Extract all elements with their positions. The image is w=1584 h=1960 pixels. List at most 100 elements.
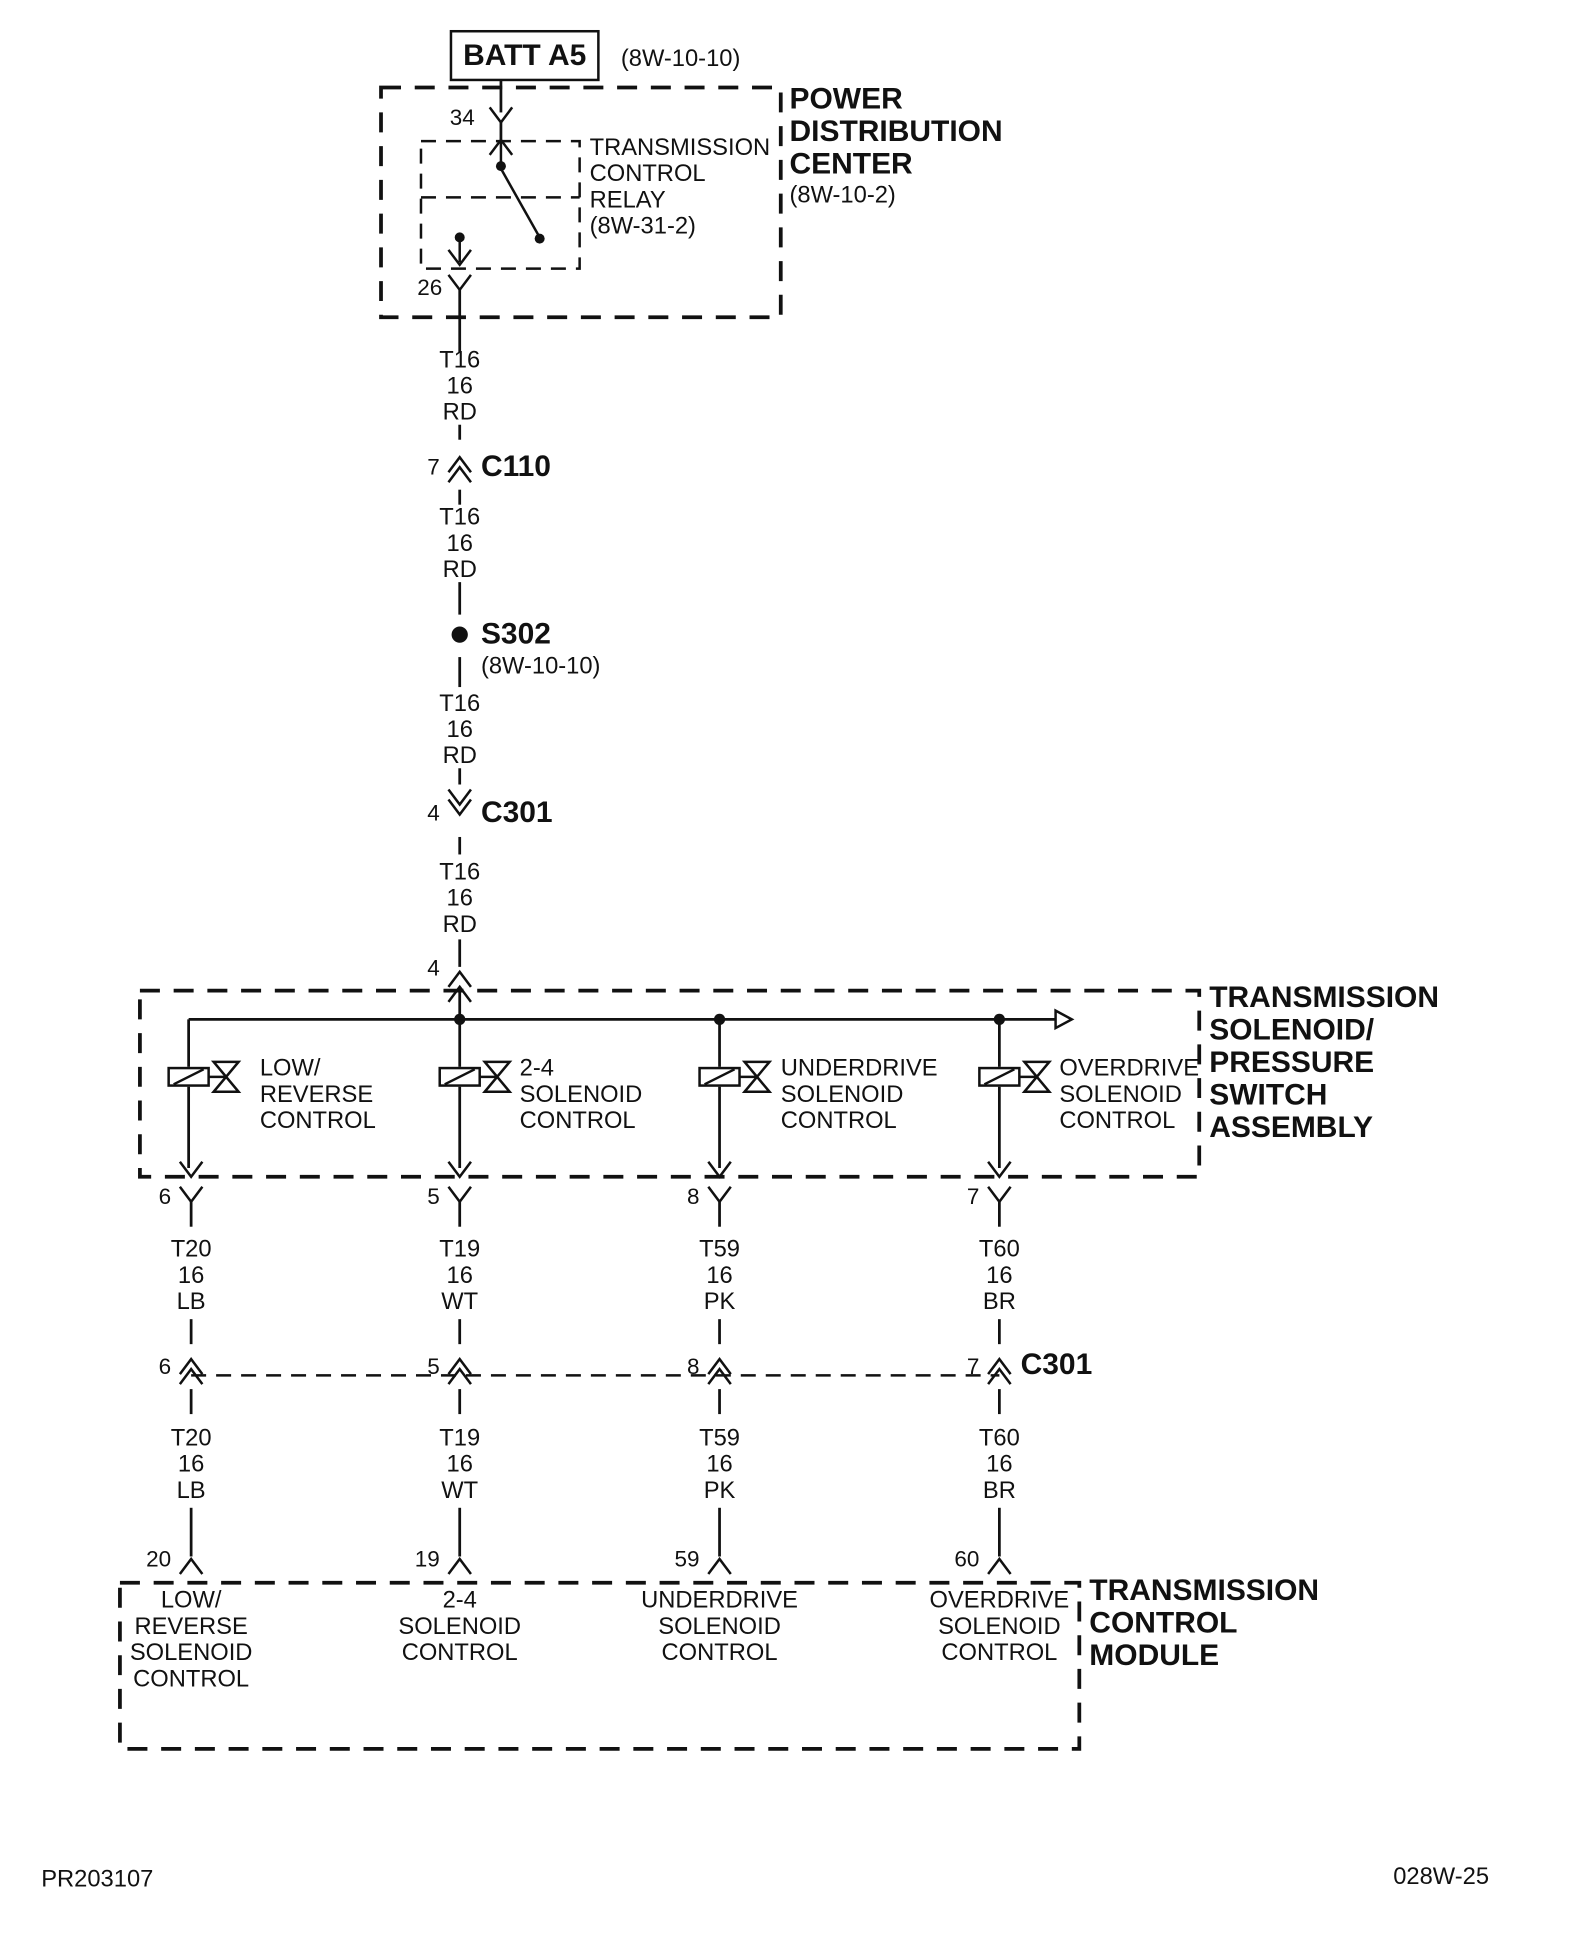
connector-symbol xyxy=(447,798,472,817)
connector-symbol xyxy=(447,455,472,473)
tcm-input-label: SOLENOID xyxy=(398,1614,521,1640)
pin-label: 5 xyxy=(427,1354,440,1379)
connector-label: C301 xyxy=(1021,1348,1093,1381)
assembly-title: TRANSMISSION xyxy=(1209,981,1439,1014)
wire-spec: 16 xyxy=(447,531,473,557)
connector-label: C301 xyxy=(481,796,553,829)
splice-dot xyxy=(451,626,468,643)
assembly-title: SWITCH xyxy=(1209,1078,1327,1111)
tcm-input-label: CONTROL xyxy=(941,1640,1057,1666)
tcm-input-label: CONTROL xyxy=(133,1666,249,1692)
wire-spec: PK xyxy=(704,1478,736,1504)
connector-symbol xyxy=(447,1367,472,1385)
wire-spec: 16 xyxy=(447,1263,473,1289)
connector-symbol xyxy=(447,1357,472,1375)
wire-spec: T19 xyxy=(439,1237,480,1263)
footer-left: PR203107 xyxy=(41,1866,153,1892)
tcm-input-label: UNDERDRIVE xyxy=(641,1588,798,1614)
tcm-input-label: SOLENOID xyxy=(130,1640,253,1666)
pin-label: 4 xyxy=(427,801,440,826)
pin-label: 26 xyxy=(417,275,442,300)
wire-spec: 16 xyxy=(447,717,473,743)
solenoid-label: CONTROL xyxy=(1059,1108,1175,1134)
terminal-symbol xyxy=(178,1185,204,1204)
pdc-title: DISTRIBUTION xyxy=(790,115,1003,148)
valve-symbol xyxy=(741,1060,773,1094)
pin-label: 6 xyxy=(159,1184,172,1209)
terminal-symbol xyxy=(447,249,472,267)
terminal-symbol xyxy=(447,969,472,988)
tcm-title: CONTROL xyxy=(1089,1607,1237,1640)
wire-spec: 16 xyxy=(178,1263,204,1289)
terminal-symbol xyxy=(987,1161,1012,1179)
pin-label: 19 xyxy=(415,1547,440,1572)
pin-label: 4 xyxy=(427,956,440,981)
terminal-symbol xyxy=(707,1161,732,1179)
terminal-symbol xyxy=(987,1185,1012,1204)
tcm-input-label: CONTROL xyxy=(402,1640,518,1666)
wire-spec: 16 xyxy=(178,1452,204,1478)
valve-symbol xyxy=(1021,1060,1053,1094)
pdc-ref: (8W-10-2) xyxy=(790,182,896,208)
wire-spec: 16 xyxy=(986,1263,1012,1289)
wire-spec: RD xyxy=(443,912,477,938)
wire-spec: T16 xyxy=(439,691,480,717)
pin-label: 7 xyxy=(967,1354,980,1379)
tcm-box xyxy=(118,1580,1082,1751)
wire-spec: T20 xyxy=(171,1425,212,1451)
wire-spec: BR xyxy=(983,1289,1016,1315)
tcm-input-label: LOW/ xyxy=(161,1588,222,1614)
relay-label: TRANSMISSION xyxy=(590,135,771,161)
solenoid-label: REVERSE xyxy=(260,1082,373,1108)
wire-spec: WT xyxy=(441,1289,478,1315)
solenoid-label: OVERDRIVE xyxy=(1059,1056,1199,1082)
pin-label: 5 xyxy=(427,1184,440,1209)
wire-spec: PK xyxy=(704,1289,736,1315)
relay-label: (8W-31-2) xyxy=(590,214,696,240)
terminal-symbol xyxy=(447,274,472,292)
wire-spec: 16 xyxy=(706,1263,732,1289)
wire-spec: 16 xyxy=(447,1452,473,1478)
wire-spec: T16 xyxy=(439,859,480,885)
wire-spec: T19 xyxy=(439,1425,480,1451)
wire-spec: T20 xyxy=(171,1237,212,1263)
connector-symbol xyxy=(987,1367,1012,1385)
wire-spec: T59 xyxy=(699,1425,740,1451)
tcm-input-label: OVERDRIVE xyxy=(930,1588,1070,1614)
connector-symbol xyxy=(447,788,472,807)
switch-contact xyxy=(534,233,545,244)
solenoid-coil-symbol xyxy=(173,1068,205,1086)
connector-symbol xyxy=(178,1367,204,1385)
solenoid-assembly-box xyxy=(138,988,1202,1179)
footer-right: 028W-25 xyxy=(1393,1864,1489,1890)
wire-spec: T59 xyxy=(699,1237,740,1263)
pin-label: 59 xyxy=(675,1547,700,1572)
wire-spec: RD xyxy=(443,400,477,426)
connector-symbol xyxy=(178,1357,204,1375)
pin-label: 20 xyxy=(146,1547,171,1572)
terminal-symbol xyxy=(447,1556,472,1575)
solenoid-label: SOLENOID xyxy=(520,1082,643,1108)
connector-symbol xyxy=(707,1357,732,1375)
terminal-symbol xyxy=(707,1556,732,1575)
solenoid-label: LOW/ xyxy=(260,1056,321,1082)
terminal-symbol xyxy=(178,1556,204,1575)
wire-spec: 16 xyxy=(986,1452,1012,1478)
tcm-title: TRANSMISSION xyxy=(1089,1574,1319,1607)
solenoid-label: 2-4 xyxy=(520,1056,554,1082)
pin-label: 8 xyxy=(687,1184,700,1209)
splice-label: S302 xyxy=(481,617,551,650)
valve-symbol xyxy=(210,1060,242,1094)
wire-spec: RD xyxy=(443,557,477,583)
solenoid-label: UNDERDRIVE xyxy=(781,1056,938,1082)
terminal-symbol xyxy=(707,1185,732,1204)
pdc-box xyxy=(379,85,783,320)
solenoid-label: SOLENOID xyxy=(781,1082,904,1108)
connector-symbol xyxy=(447,465,472,483)
pin-label: 6 xyxy=(159,1354,172,1379)
batt-box xyxy=(449,29,600,82)
wire-spec: T60 xyxy=(979,1425,1020,1451)
pin-label: 8 xyxy=(687,1354,700,1379)
pin-label: 7 xyxy=(967,1184,980,1209)
